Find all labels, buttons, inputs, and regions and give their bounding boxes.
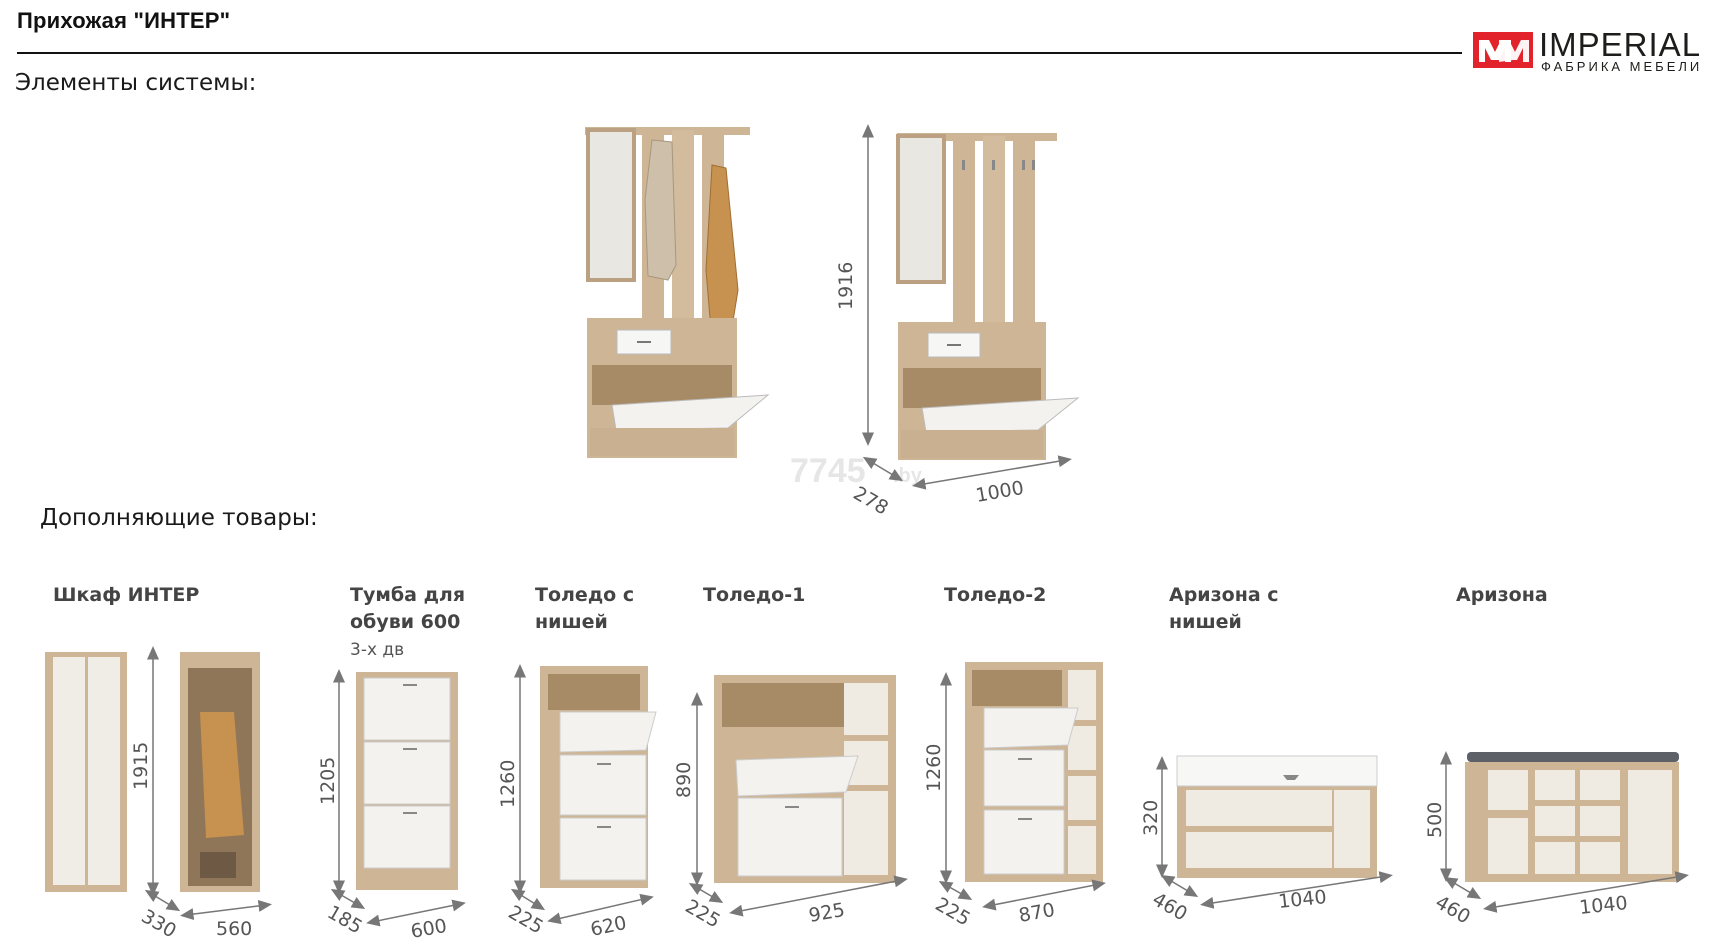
- arizona-height-dim: 500: [1424, 802, 1446, 838]
- brand-name: IMPERIAL: [1539, 26, 1702, 63]
- product-title-toledo-nisha: Толедо с нишей: [535, 584, 635, 633]
- toledo-1-height-dim: 890: [673, 762, 695, 798]
- toledo-1-width-dim: 925: [807, 899, 847, 927]
- toledo-2-width-dim: 870: [1017, 899, 1057, 927]
- product-image-toledo-nisha: [540, 666, 657, 888]
- toledo-1-depth-dim: 225: [682, 895, 724, 932]
- product-title-toledo-2: Толедо-2: [944, 584, 1047, 606]
- product-image-tumba: [356, 672, 458, 890]
- arizona-nisha-width-dim: 1040: [1277, 886, 1327, 913]
- product-image-shkaf: [45, 652, 260, 892]
- shkaf-height-dim: 1915: [130, 742, 152, 790]
- product-title-toledo-1: Толедо-1: [703, 584, 806, 606]
- tumba-height-dim: 1205: [317, 757, 339, 805]
- arizona-depth-dim: 460: [1432, 891, 1474, 928]
- logo-mark-icon: [1473, 32, 1533, 68]
- tumba-depth-dim: 185: [324, 901, 366, 938]
- brand-subtitle: ФАБРИКА МЕБЕЛИ: [1541, 59, 1703, 74]
- product-title-tumba: Тумба для обуви 600: [350, 584, 466, 633]
- shkaf-depth-dim: 330: [138, 905, 180, 942]
- shkaf-width-dim: 560: [216, 918, 252, 940]
- toledo-2-depth-dim: 225: [932, 893, 974, 930]
- product-image-toledo-2: [965, 662, 1103, 882]
- system-hallway-furnished: [585, 127, 770, 458]
- arizona-nisha-depth-dim: 460: [1149, 888, 1191, 925]
- system-height-dim: 1916: [835, 262, 857, 310]
- toledo-nisha-depth-dim: 225: [505, 901, 547, 938]
- toledo-2-height-dim: 1260: [923, 744, 945, 792]
- product-image-arizona-nisha: [1176, 755, 1378, 878]
- header-divider: [17, 52, 1462, 54]
- toledo-nisha-height-dim: 1260: [497, 760, 519, 808]
- section-additional-products: Дополняющие товары:: [40, 505, 318, 531]
- product-image-arizona: [1465, 752, 1679, 882]
- brand-logo: IMPERIAL ФАБРИКА МЕБЕЛИ: [1473, 26, 1719, 74]
- arizona-nisha-height-dim: 320: [1140, 800, 1162, 836]
- watermark-suffix: .by: [893, 465, 923, 487]
- system-hallway-empty: [896, 133, 1080, 460]
- watermark-text: 7745: [790, 452, 866, 490]
- tumba-width-dim: 600: [409, 915, 449, 943]
- system-width-dim: 1000: [974, 477, 1025, 507]
- product-title-arizona-nisha: Аризона с нишей: [1169, 584, 1279, 633]
- page-title: Прихожая "ИНТЕР": [17, 8, 231, 33]
- product-subtitle-tumba: 3-х дв: [350, 640, 405, 660]
- product-title-arizona: Аризона: [1456, 584, 1548, 606]
- product-title-shkaf: Шкаф ИНТЕР: [53, 584, 200, 606]
- arizona-width-dim: 1040: [1578, 892, 1628, 919]
- section-system-elements: Элементы системы:: [15, 70, 257, 96]
- product-image-toledo-1: [714, 675, 896, 883]
- toledo-nisha-width-dim: 620: [588, 912, 628, 941]
